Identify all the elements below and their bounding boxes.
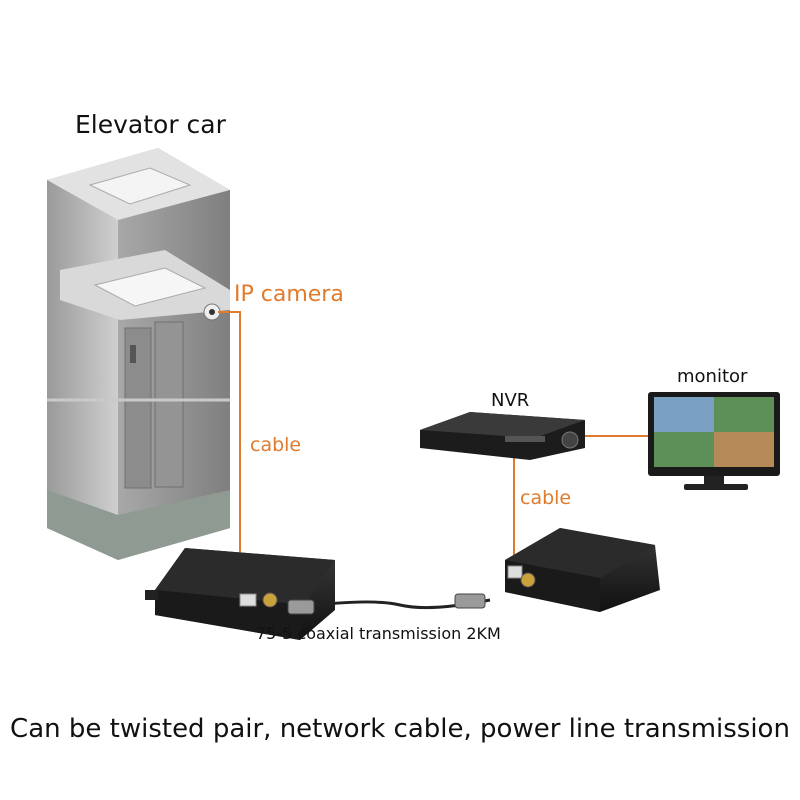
- coax-cable-image: [287, 593, 491, 615]
- receiver-box-image: [505, 528, 660, 612]
- connection-lines: [218, 311, 650, 582]
- monitor-label: monitor: [677, 366, 748, 387]
- monitor-image: [648, 392, 780, 490]
- footer-caption: Can be twisted pair, network cable, powe…: [10, 714, 790, 744]
- transmitter-box-image: [145, 548, 335, 640]
- nvr-image: [420, 412, 585, 460]
- ip-camera-label: IP camera: [234, 282, 344, 307]
- coax-transmission-label: 75-5 coaxial transmission 2KM: [256, 624, 501, 643]
- cable-label-left: cable: [250, 434, 302, 456]
- elevator-car-title: Elevator car: [75, 110, 226, 139]
- camera-cable-line: [218, 311, 241, 582]
- elevator-car-image: [47, 148, 230, 560]
- nvr-label: NVR: [491, 390, 530, 411]
- cable-label-right: cable: [520, 487, 572, 509]
